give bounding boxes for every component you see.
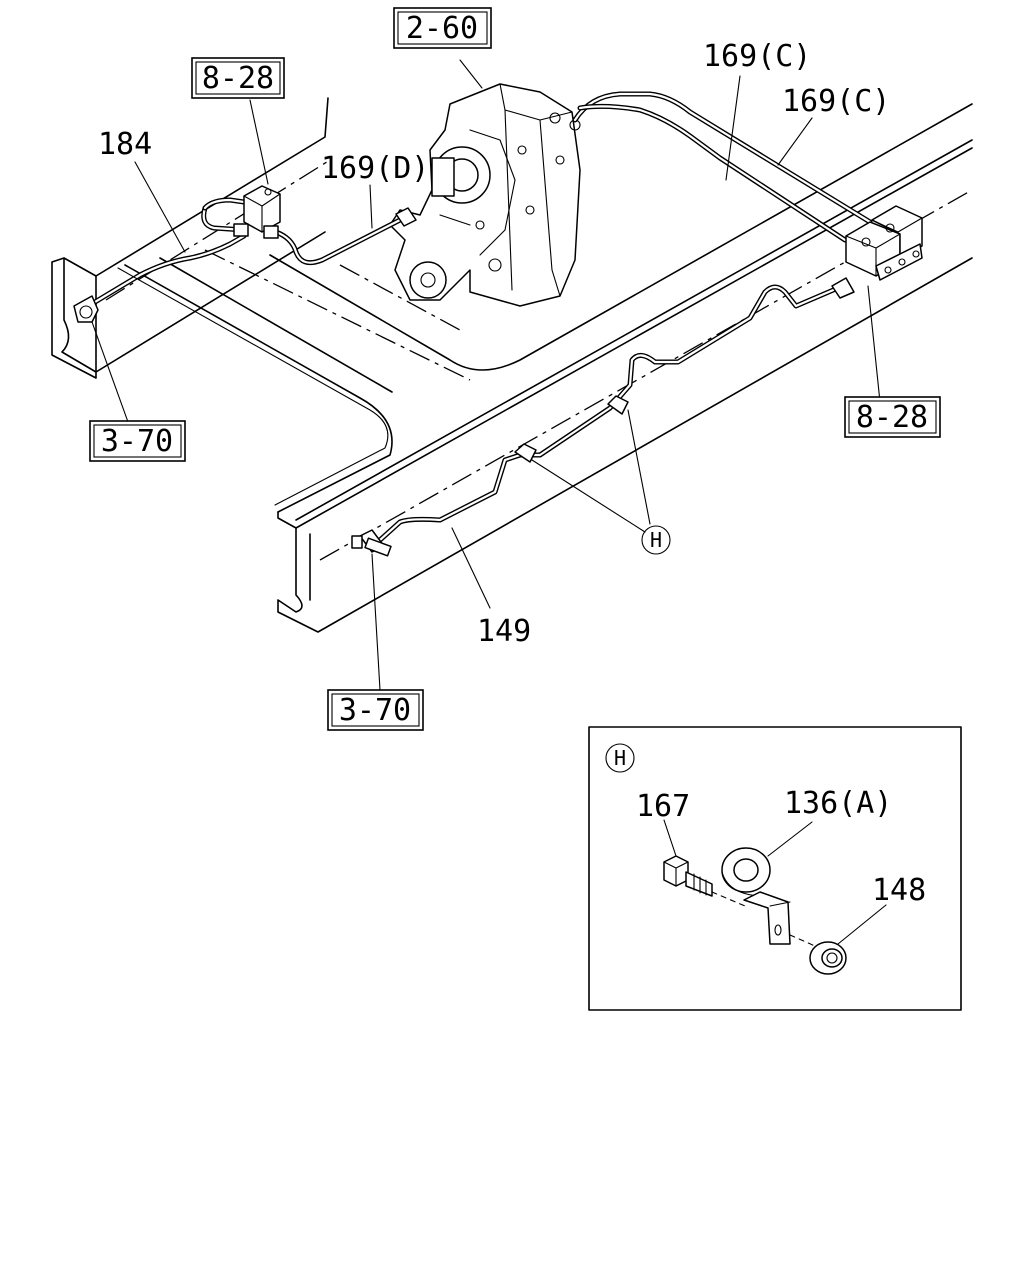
clamp-136a: [721, 847, 791, 945]
ref-box-8-28-right: 8-28: [844, 396, 941, 438]
leader-lines: [91, 59, 881, 691]
ref-label-2-60: 2-60: [406, 11, 478, 46]
ref-box-3-70-left: 3-70: [89, 420, 186, 462]
ref-label-8-28-left: 8-28: [202, 61, 274, 96]
callout-h-label: H: [650, 528, 662, 552]
callout-h: H: [641, 525, 671, 555]
solenoid-valve-right: [845, 205, 923, 281]
ref-box-2-60: 2-60: [393, 7, 492, 49]
ref-label-3-70-left: 3-70: [101, 424, 173, 459]
clip-fittings: [395, 207, 855, 463]
part-label-136a: 136(A): [784, 786, 892, 821]
pipe-149: [377, 284, 841, 543]
pipe-169d: [201, 197, 403, 266]
detail-h-label: H: [614, 746, 626, 770]
ref-box-3-70-bottom: 3-70: [327, 689, 424, 731]
part-label-169c-2: 169(C): [782, 84, 890, 119]
part-label-169c-1: 169(C): [703, 39, 811, 74]
pipe-184-crossmember: [117, 267, 389, 506]
part-label-149: 149: [477, 614, 531, 649]
ref-box-8-28-left: 8-28: [191, 57, 285, 99]
ref-label-8-28-right: 8-28: [856, 400, 928, 435]
fitting-left: [73, 295, 99, 323]
pipe-184: [92, 233, 247, 305]
transmission-assembly: [389, 83, 581, 307]
part-label-184: 184: [98, 127, 152, 162]
solenoid-valve-left: [233, 185, 281, 239]
pipe-169c-lower: [577, 103, 848, 243]
bolt-167: [663, 855, 713, 897]
detail-box-h: H 167 136(A) 148: [588, 726, 962, 1011]
tee-fitting-bottom: [351, 529, 392, 557]
nut-148: [809, 941, 847, 975]
ref-label-3-70-bottom: 3-70: [339, 693, 411, 728]
part-label-169d: 169(D): [321, 151, 429, 186]
part-label-167: 167: [636, 789, 690, 824]
part-label-148: 148: [872, 873, 926, 908]
